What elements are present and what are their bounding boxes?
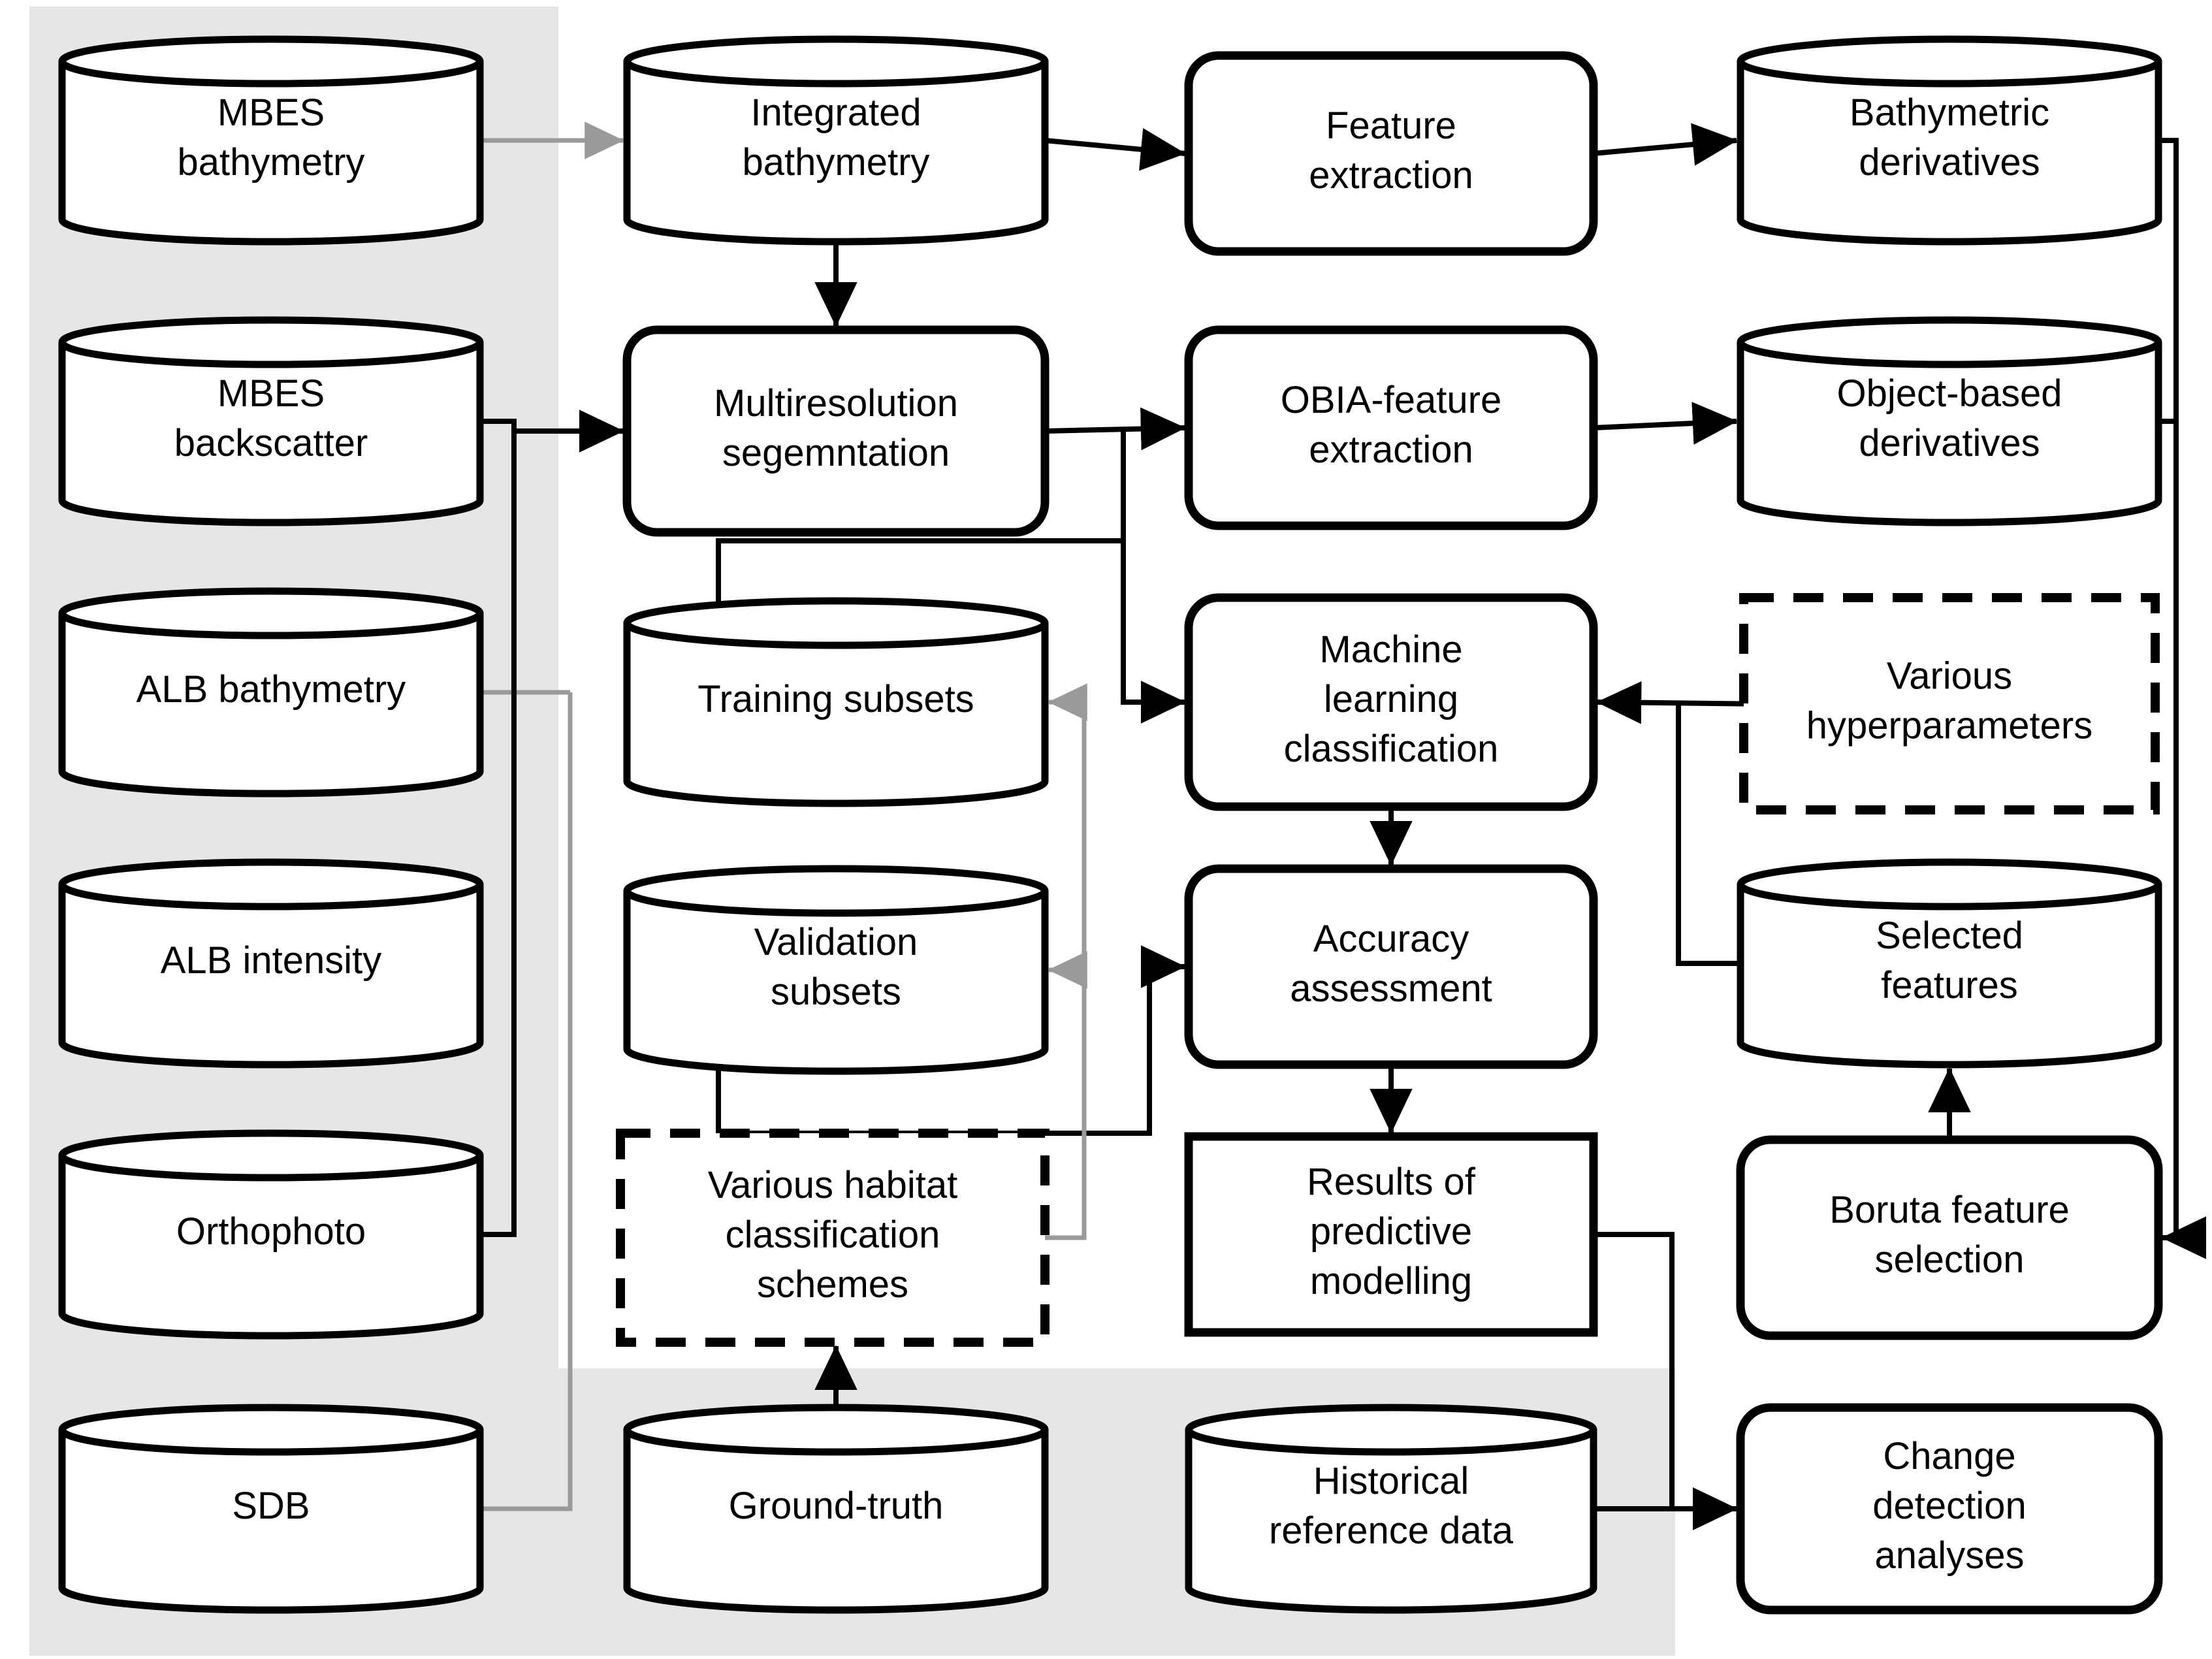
edge-feature-extraction-to-bathy-deriv [1593,123,1738,166]
edge-multires-to-ml [1121,431,1186,724]
node-alb-intensity[interactable]: ALB intensity [58,858,484,1069]
edge-hyperparameters-to-ml [1596,681,1744,724]
edge-integrated-to-feature-extraction [1044,128,1186,171]
node-label: Orthophoto [176,1210,366,1253]
node-label: SDB [232,1485,310,1527]
node-label: Ground-truth [729,1485,944,1527]
node-sdb[interactable]: SDB [58,1404,484,1614]
node-label: Training subsets [697,678,974,720]
edge-validation-to-accuracy [716,945,1186,1136]
node-alb-bathymetry[interactable]: ALB bathymetry [58,587,484,797]
node-ground-truth[interactable]: Ground-truth [623,1404,1049,1614]
edge-training-to-ml [716,538,1126,702]
edge-multires-to-obia [1044,407,1186,451]
node-orthophoto[interactable]: Orthophoto [58,1129,484,1340]
edge-obia-to-object-deriv [1593,402,1738,445]
edge-bathy-deriv-to-boruta [2158,138,2207,1259]
edge-selected-features-to-ml [1676,702,1740,966]
node-label: ALB intensity [161,939,382,982]
edge-layer [480,121,2207,1530]
edge-orthophoto-to-multires [480,431,517,1237]
edge-sdb-to-integrated [480,692,573,1511]
edge-mbes-backscatter-to-multires [480,410,624,453]
node-training-subsets[interactable]: Training subsets [623,597,1049,807]
node-label: ALB bathymetry [136,668,406,711]
